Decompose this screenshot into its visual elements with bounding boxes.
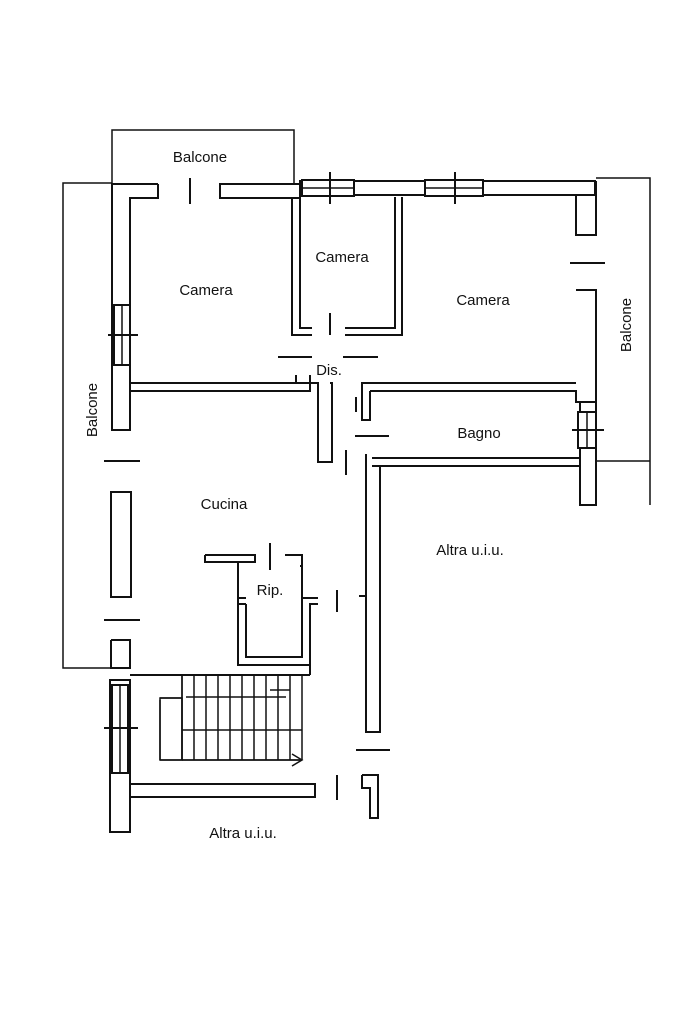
staircase (159, 675, 304, 767)
interior-walls (129, 197, 596, 832)
outer-walls (104, 180, 605, 833)
bagno-label: Bagno (457, 425, 500, 442)
balcony-left-outline (62, 182, 112, 669)
balcone-left-label: Balcone (84, 383, 101, 437)
altra-uiu-bottom-label: Altra u.i.u. (209, 825, 277, 842)
camera-middle-label: Camera (315, 249, 369, 266)
rip-label: Rip. (257, 582, 284, 599)
cucina-label: Cucina (201, 496, 248, 513)
dis-label: Dis. (316, 362, 342, 379)
windows (104, 172, 604, 774)
balcone-right-label: Balcone (618, 298, 635, 352)
balcony-top-outline (111, 129, 295, 183)
camera-right-label: Camera (456, 292, 510, 309)
altra-uiu-right-label: Altra u.i.u. (436, 542, 504, 559)
balcony-right-outline (596, 177, 651, 505)
balcone-top-label: Balcone (173, 149, 227, 166)
camera-left-label: Camera (179, 282, 233, 299)
